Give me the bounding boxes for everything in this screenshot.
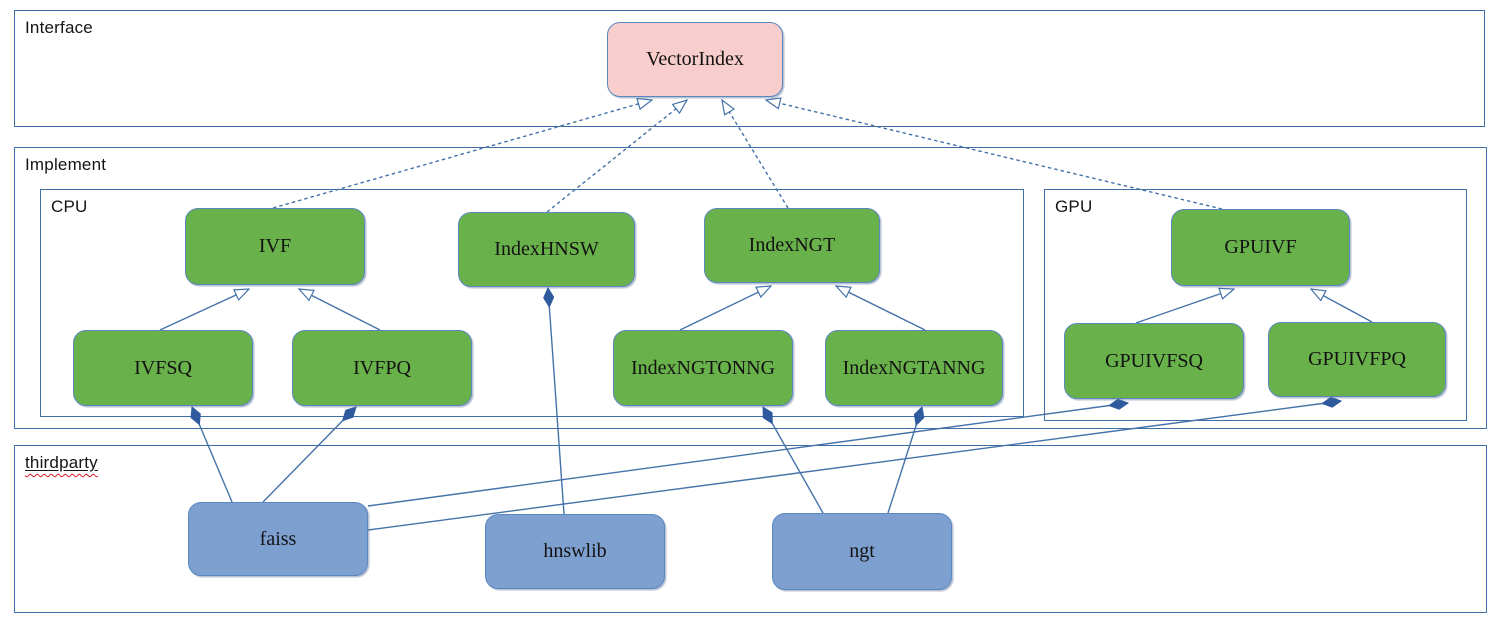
- node-ngt[interactable]: ngt: [772, 513, 952, 590]
- node-vectorindex[interactable]: VectorIndex: [607, 22, 783, 97]
- edge-ngt-indexngtonng-composition[interactable]: [762, 407, 824, 514]
- edge-faiss-gpuivfsq-composition[interactable]: [367, 403, 1128, 507]
- node-label-indexhnsw: IndexHNSW: [494, 238, 599, 260]
- node-indexngt[interactable]: IndexNGT: [704, 208, 880, 283]
- edge-indexngtanng-indexngt-generalization[interactable]: [836, 286, 926, 331]
- edge-gpuivfpq-gpuivf-generalization[interactable]: [1311, 289, 1373, 323]
- group-label-interface: Interface: [25, 18, 93, 37]
- group-thirdparty[interactable]: thirdparty: [14, 445, 1487, 613]
- group-implement[interactable]: Implement: [14, 147, 1487, 429]
- group-gpu[interactable]: GPU: [1044, 189, 1467, 421]
- node-label-indexngtonng: IndexNGTONNG: [630, 356, 776, 379]
- edge-ngt-indexngtanng-composition[interactable]: [887, 407, 922, 514]
- edge-indexngtonng-indexngt-generalization[interactable]: [679, 286, 771, 331]
- node-indexngtonng[interactable]: IndexNGTONNG: [613, 330, 793, 406]
- node-gpuivf[interactable]: GPUIVF: [1171, 209, 1350, 286]
- node-ivfsq[interactable]: IVFSQ: [73, 330, 253, 406]
- edge-faiss-ivfpq-composition[interactable]: [262, 407, 356, 503]
- node-gpuivfpq[interactable]: GPUIVFPQ: [1268, 322, 1446, 397]
- edge-faiss-gpuivfpq-composition[interactable]: [367, 401, 1341, 531]
- edge-indexngt-vectorindex-realization[interactable]: [722, 100, 789, 209]
- group-label-cpu: CPU: [51, 197, 88, 216]
- edge-gpuivf-vectorindex-realization[interactable]: [766, 100, 1223, 210]
- group-label-implement: Implement: [25, 155, 107, 174]
- node-indexngtanng[interactable]: IndexNGTANNG: [825, 330, 1003, 406]
- edge-faiss-ivfsq-composition[interactable]: [192, 407, 233, 503]
- node-ivfpq[interactable]: IVFPQ: [292, 330, 472, 406]
- group-label-gpu: GPU: [1055, 197, 1093, 216]
- group-cpu[interactable]: CPU: [40, 189, 1024, 417]
- node-label-ngt: ngt: [849, 540, 875, 562]
- group-interface[interactable]: Interface: [14, 10, 1485, 127]
- group-label-text-thirdparty: thirdparty: [25, 453, 98, 472]
- edge-gpuivfsq-gpuivf-generalization[interactable]: [1135, 289, 1234, 324]
- node-label-vectorindex: VectorIndex: [646, 48, 744, 70]
- node-indexhnsw[interactable]: IndexHNSW: [458, 212, 635, 287]
- node-faiss[interactable]: faiss: [188, 502, 368, 576]
- node-label-faiss: faiss: [259, 527, 297, 550]
- node-ivf[interactable]: IVF: [185, 208, 365, 285]
- node-label-gpuivf: GPUIVF: [1224, 236, 1297, 258]
- node-label-gpuivfpq: GPUIVFPQ: [1308, 348, 1406, 370]
- edge-ivf-vectorindex-realization[interactable]: [272, 100, 652, 209]
- edge-hnswlib-indexhnsw-composition[interactable]: [548, 288, 565, 515]
- node-gpuivfsq[interactable]: GPUIVFSQ: [1064, 323, 1244, 399]
- node-label-indexngtanng: IndexNGTANNG: [842, 356, 986, 379]
- group-label-thirdparty: thirdparty: [25, 453, 98, 473]
- edge-ivfsq-ivf-generalization[interactable]: [159, 289, 249, 331]
- edge-ivfpq-ivf-generalization[interactable]: [299, 289, 381, 331]
- edge-indexhnsw-vectorindex-realization[interactable]: [546, 100, 687, 213]
- node-label-hnswlib: hnswlib: [543, 540, 607, 562]
- node-hnswlib[interactable]: hnswlib: [485, 514, 665, 589]
- node-label-indexngt: IndexNGT: [748, 234, 836, 256]
- node-label-gpuivfsq: GPUIVFSQ: [1105, 349, 1203, 372]
- node-label-ivf: IVF: [258, 235, 292, 257]
- node-label-ivfsq: IVFSQ: [134, 356, 192, 379]
- node-label-ivfpq: IVFPQ: [353, 356, 411, 379]
